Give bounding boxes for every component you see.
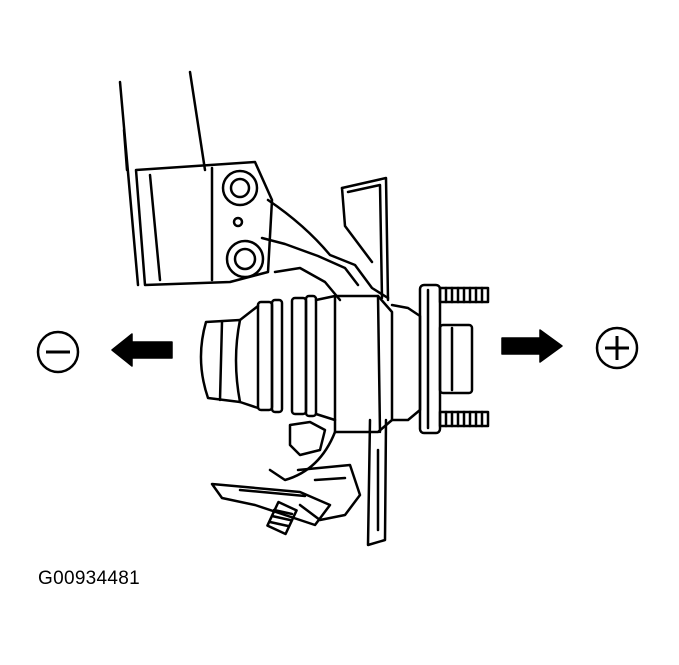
wheel-stud-upper xyxy=(438,286,490,304)
knuckle-upper-arm xyxy=(260,198,390,302)
figure-code: G00934481 xyxy=(38,568,141,589)
ball-joint-stud xyxy=(266,500,298,536)
wheel-stud-lower xyxy=(438,410,490,428)
lower-control-arm xyxy=(210,482,332,527)
backing-plate xyxy=(340,176,390,547)
cv-boot xyxy=(199,294,337,422)
knuckle-body xyxy=(333,294,422,434)
arrow-right-icon xyxy=(501,329,563,363)
minus-sign-icon xyxy=(36,330,80,374)
hub-pilot xyxy=(438,323,474,395)
strut-bracket xyxy=(134,160,274,287)
bracket-bolt-lower xyxy=(225,239,265,279)
strut-tube xyxy=(118,70,207,287)
bracket-hole xyxy=(232,216,244,228)
bracket-bolt-upper xyxy=(221,169,259,207)
plus-sign-icon xyxy=(595,326,639,370)
lower-knuckle-arm xyxy=(268,420,362,522)
hub-flange xyxy=(418,283,442,435)
arrow-left-icon xyxy=(111,333,173,367)
